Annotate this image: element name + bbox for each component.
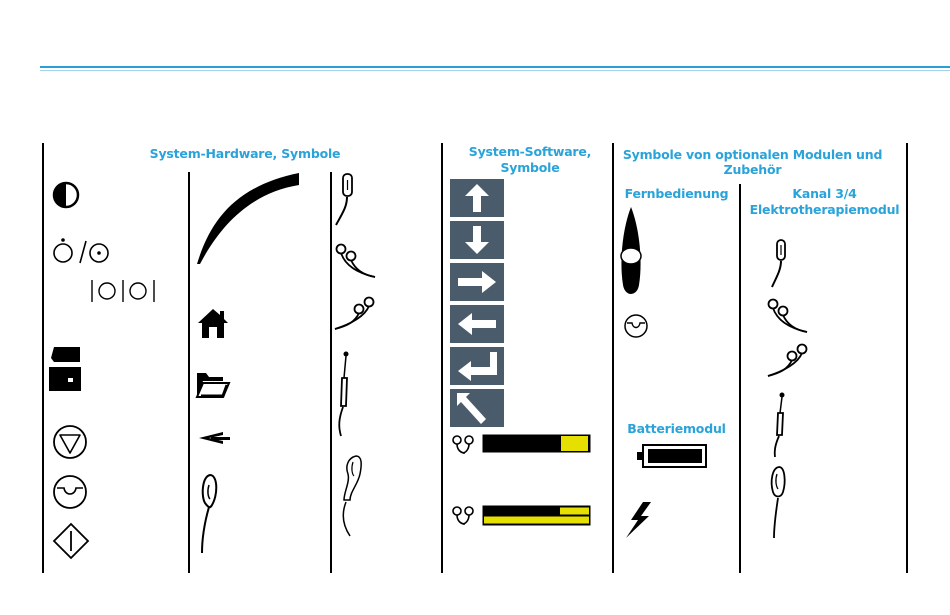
- rectal-probe-icon: [336, 452, 370, 538]
- back-arrow-icon: [197, 430, 233, 446]
- output-select-icon: [90, 276, 160, 306]
- software-header-line1: System-Software,: [455, 144, 605, 159]
- arrow-right-button: [450, 263, 504, 301]
- folder-icon: [195, 369, 231, 399]
- channel-header-line1: Kanal 3/4: [742, 186, 907, 201]
- remote-pause-icon: [623, 313, 649, 339]
- battery-icon: [636, 444, 708, 468]
- meter-electrode-icon-1: [451, 434, 481, 456]
- arrow-down-button: [450, 221, 504, 259]
- needle-probe-icon: [333, 350, 357, 438]
- arrow-up-button: [450, 179, 504, 217]
- lightning-icon: [623, 500, 653, 540]
- channel-meter-1: [482, 434, 591, 453]
- divider-opt: [612, 143, 614, 573]
- electrode-pair-icon: [335, 243, 379, 279]
- divider-hw-1: [188, 172, 190, 573]
- optional-header-line1: Symbole von optionalen Modulen und: [615, 147, 890, 162]
- channel-electrode-pair-2-icon: [766, 343, 810, 379]
- divider-hw-2: [330, 172, 332, 573]
- enter-icon: [450, 347, 504, 385]
- meter-electrode-icon-2: [451, 505, 481, 527]
- electrode-pair-2-icon: [333, 296, 377, 332]
- arrow-down-icon: [450, 221, 504, 259]
- remote-control-icon: [617, 205, 647, 303]
- header-rule: [40, 66, 950, 68]
- arrow-up-icon: [450, 179, 504, 217]
- cart-icon: [47, 344, 87, 394]
- on-off-icon: [50, 236, 110, 266]
- channel-vaginal-probe-icon: [768, 238, 794, 290]
- channel-electrode-pair-icon: [767, 298, 811, 334]
- home-icon: [196, 306, 230, 340]
- divider-sw: [441, 143, 443, 573]
- software-header-line2: Symbole: [455, 160, 605, 175]
- down-triangle-icon: [52, 424, 88, 460]
- divider-remote: [739, 184, 741, 573]
- remote-header: Fernbedienung: [614, 186, 739, 201]
- arrow-left-icon: [450, 305, 504, 343]
- hardware-header: System-Hardware, Symbole: [140, 146, 350, 161]
- arrow-left-button: [450, 305, 504, 343]
- channel-meter-2: [482, 505, 591, 526]
- cursor-button: [450, 389, 504, 427]
- probe-icon: [196, 471, 230, 557]
- pause-icon: [52, 474, 88, 510]
- enter-button: [450, 347, 504, 385]
- channel-rectal-probe-icon: [764, 464, 794, 540]
- divider-left: [42, 143, 44, 573]
- contrast-icon: [52, 181, 80, 209]
- header-rule-light: [40, 70, 950, 71]
- start-icon: [52, 522, 90, 560]
- channel-header-line2: Elektrotherapiemodul: [742, 202, 907, 217]
- arrow-right-icon: [450, 263, 504, 301]
- battery-header: Batteriemodul: [614, 421, 739, 436]
- vaginal-probe-icon: [334, 172, 360, 228]
- cursor-icon: [450, 389, 504, 427]
- channel-needle-probe-icon: [768, 391, 792, 459]
- optional-header-line2: Zubehör: [615, 162, 890, 177]
- intensity-curve-icon: [195, 171, 305, 266]
